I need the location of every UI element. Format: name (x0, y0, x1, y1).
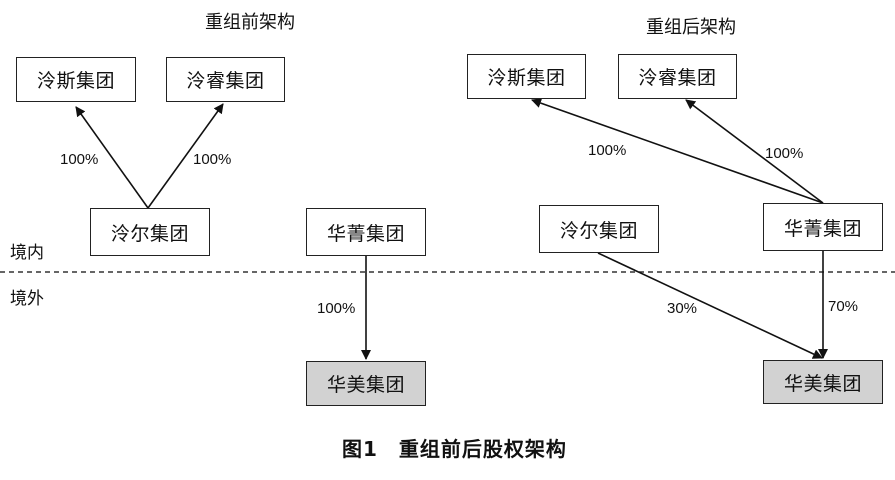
heading-after: 重组后架构 (646, 17, 736, 38)
pct-after-huajing-lengrui: 100% (765, 145, 804, 162)
before-huamei-box: 华美集团 (306, 361, 426, 406)
before-lengrui-label: 泠睿集团 (186, 70, 265, 92)
edge-after-huajing-lengrui (685, 99, 824, 204)
after-lengrui-box: 泠睿集团 (618, 54, 737, 99)
pct-after-lenger-huamei: 30% (667, 300, 698, 317)
after-huamei-label: 华美集团 (783, 372, 862, 395)
after-lenger-box: 泠尔集团 (539, 205, 659, 253)
after-lengrui-label: 泠睿集团 (638, 67, 717, 89)
edge-before-lenger-lengsi (75, 106, 149, 209)
edge-after-huajing-lengsi (531, 98, 824, 204)
after-huajing-box: 华菁集团 (763, 203, 883, 251)
before-lengrui-box: 泠睿集团 (166, 57, 285, 102)
before-huamei-label: 华美集团 (326, 374, 405, 396)
before-lengsi-box: 泠斯集团 (16, 57, 136, 102)
after-huamei-box: 华美集团 (763, 360, 883, 404)
edge-after-lenger-huamei (597, 252, 823, 359)
before-lenger-box: 泠尔集团 (90, 208, 210, 256)
after-lengsi-label: 泠斯集团 (487, 67, 566, 89)
edge-before-lenger-lengrui (147, 103, 224, 209)
before-huajing-label: 华菁集团 (326, 222, 405, 245)
pct-before-lenger-lengsi: 100% (60, 151, 99, 168)
figure-caption: 图1 重组前后股权架构 (342, 437, 567, 461)
region-overseas-label: 境外 (10, 289, 44, 309)
after-lenger-label: 泠尔集团 (559, 219, 638, 242)
after-huajing-label: 华菁集团 (783, 217, 862, 240)
region-domestic-label: 境内 (10, 243, 44, 263)
before-lenger-label: 泠尔集团 (110, 222, 189, 245)
after-lengsi-box: 泠斯集团 (467, 54, 586, 99)
pct-before-lenger-lengrui: 100% (193, 151, 232, 168)
pct-after-huajing-lengsi: 100% (588, 142, 627, 159)
pct-after-huajing-huamei: 70% (828, 298, 859, 315)
pct-before-huajing-huamei: 100% (317, 300, 356, 317)
heading-before: 重组前架构 (205, 12, 295, 33)
before-lengsi-label: 泠斯集团 (36, 70, 115, 92)
before-huajing-box: 华菁集团 (306, 208, 426, 256)
